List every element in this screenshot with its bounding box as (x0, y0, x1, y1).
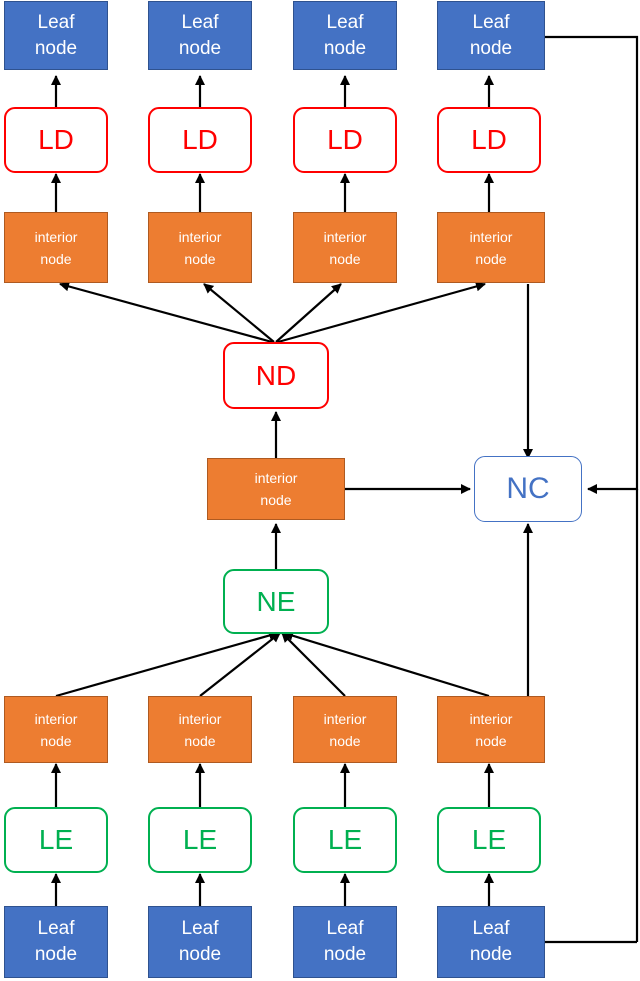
ld-label: LD (471, 124, 507, 155)
node-word: node (329, 732, 361, 749)
arrow-bottom-interior3-to-ne (281, 632, 346, 697)
leaf-word: Leaf (326, 918, 364, 939)
le-label: LE (182, 824, 218, 855)
bottom-leaf-node-2: Leaf node (148, 906, 252, 978)
bottom-leaf-node-3: Leaf node (293, 906, 397, 978)
top-interior-node-3: interior node (293, 212, 397, 283)
le-label: LE (38, 824, 74, 855)
bottom-leaf-node-4: Leaf node (437, 906, 545, 978)
node-word: node (323, 37, 367, 59)
arrow-nd-to-top-interior4 (277, 281, 486, 344)
node-word: node (469, 37, 513, 59)
interior-word: interior (323, 710, 367, 727)
top-leaf-node-4: Leaf node (437, 1, 545, 70)
leaf-encoder-1: LE (4, 807, 108, 873)
nd-label: ND (255, 359, 297, 391)
ld-label: LD (327, 124, 363, 155)
interior-word: interior (323, 228, 367, 245)
ld-label: LD (182, 124, 218, 155)
node-word: node (475, 250, 507, 267)
leaf-decoder-3: LD (293, 107, 397, 173)
top-interior-node-4: interior node (437, 212, 545, 283)
leaf-word: Leaf (326, 11, 364, 33)
interior-word: interior (254, 470, 298, 486)
arrow-nd-to-top-interior3 (275, 283, 342, 343)
node-word: node (34, 37, 78, 59)
top-interior-node-2: interior node (148, 212, 252, 283)
leaf-word: Leaf (37, 918, 75, 939)
arrow-bottom-interior1-to-ne (55, 630, 279, 698)
leaf-encoder-4: LE (437, 807, 541, 873)
bottom-interior-node-1: interior node (4, 696, 108, 763)
interior-word: interior (178, 228, 222, 245)
node-word: node (178, 37, 222, 59)
leaf-word: Leaf (181, 918, 219, 939)
leaf-decoder-2: LD (148, 107, 252, 173)
node-word: node (40, 732, 72, 749)
bottom-interior-node-2: interior node (148, 696, 252, 763)
ne-label: NE (256, 585, 296, 617)
nc-label: NC (506, 472, 550, 505)
bottom-interior-node-3: interior node (293, 696, 397, 763)
bottom-leaf-node-1: Leaf node (4, 906, 108, 978)
leaf-word: Leaf (181, 11, 219, 33)
arrow-bottom-interior2-to-ne (199, 632, 281, 697)
node-word: node (184, 250, 216, 267)
interior-word: interior (34, 710, 78, 727)
le-label: LE (327, 824, 363, 855)
leaf-encoder-2: LE (148, 807, 252, 873)
top-leaf-node-3: Leaf node (293, 1, 397, 70)
node-word: node (260, 492, 292, 508)
bottom-interior-node-4: interior node (437, 696, 545, 763)
middle-interior-node: interior node (207, 458, 345, 520)
node-word: node (184, 732, 216, 749)
arrow-nd-to-top-interior2 (203, 283, 275, 343)
le-label: LE (471, 824, 507, 855)
top-leaf-node-2: Leaf node (148, 1, 252, 70)
node-encoder: NE (223, 569, 329, 634)
node-word: node (323, 944, 367, 965)
node-word: node (178, 944, 222, 965)
arrow-top-leaf4-to-nc (545, 35, 639, 494)
leaf-word: Leaf (472, 11, 510, 33)
node-word: node (34, 944, 78, 965)
ld-label: LD (38, 124, 74, 155)
node-word: node (40, 250, 72, 267)
node-decoder: ND (223, 342, 329, 409)
node-word: node (469, 944, 513, 965)
leaf-word: Leaf (37, 11, 75, 33)
top-interior-node-1: interior node (4, 212, 108, 283)
interior-word: interior (178, 710, 222, 727)
arrow-nd-to-top-interior1 (59, 281, 273, 344)
leaf-decoder-1: LD (4, 107, 108, 173)
interior-word: interior (469, 228, 513, 245)
interior-word: interior (34, 228, 78, 245)
node-combiner: NC (474, 456, 582, 522)
leaf-word: Leaf (472, 918, 510, 939)
top-leaf-node-1: Leaf node (4, 1, 108, 70)
node-word: node (329, 250, 361, 267)
leaf-decoder-4: LD (437, 107, 541, 173)
leaf-encoder-3: LE (293, 807, 397, 873)
arrow-bottom-interior4-to-ne (283, 630, 490, 698)
node-word: node (475, 732, 507, 749)
interior-word: interior (469, 710, 513, 727)
